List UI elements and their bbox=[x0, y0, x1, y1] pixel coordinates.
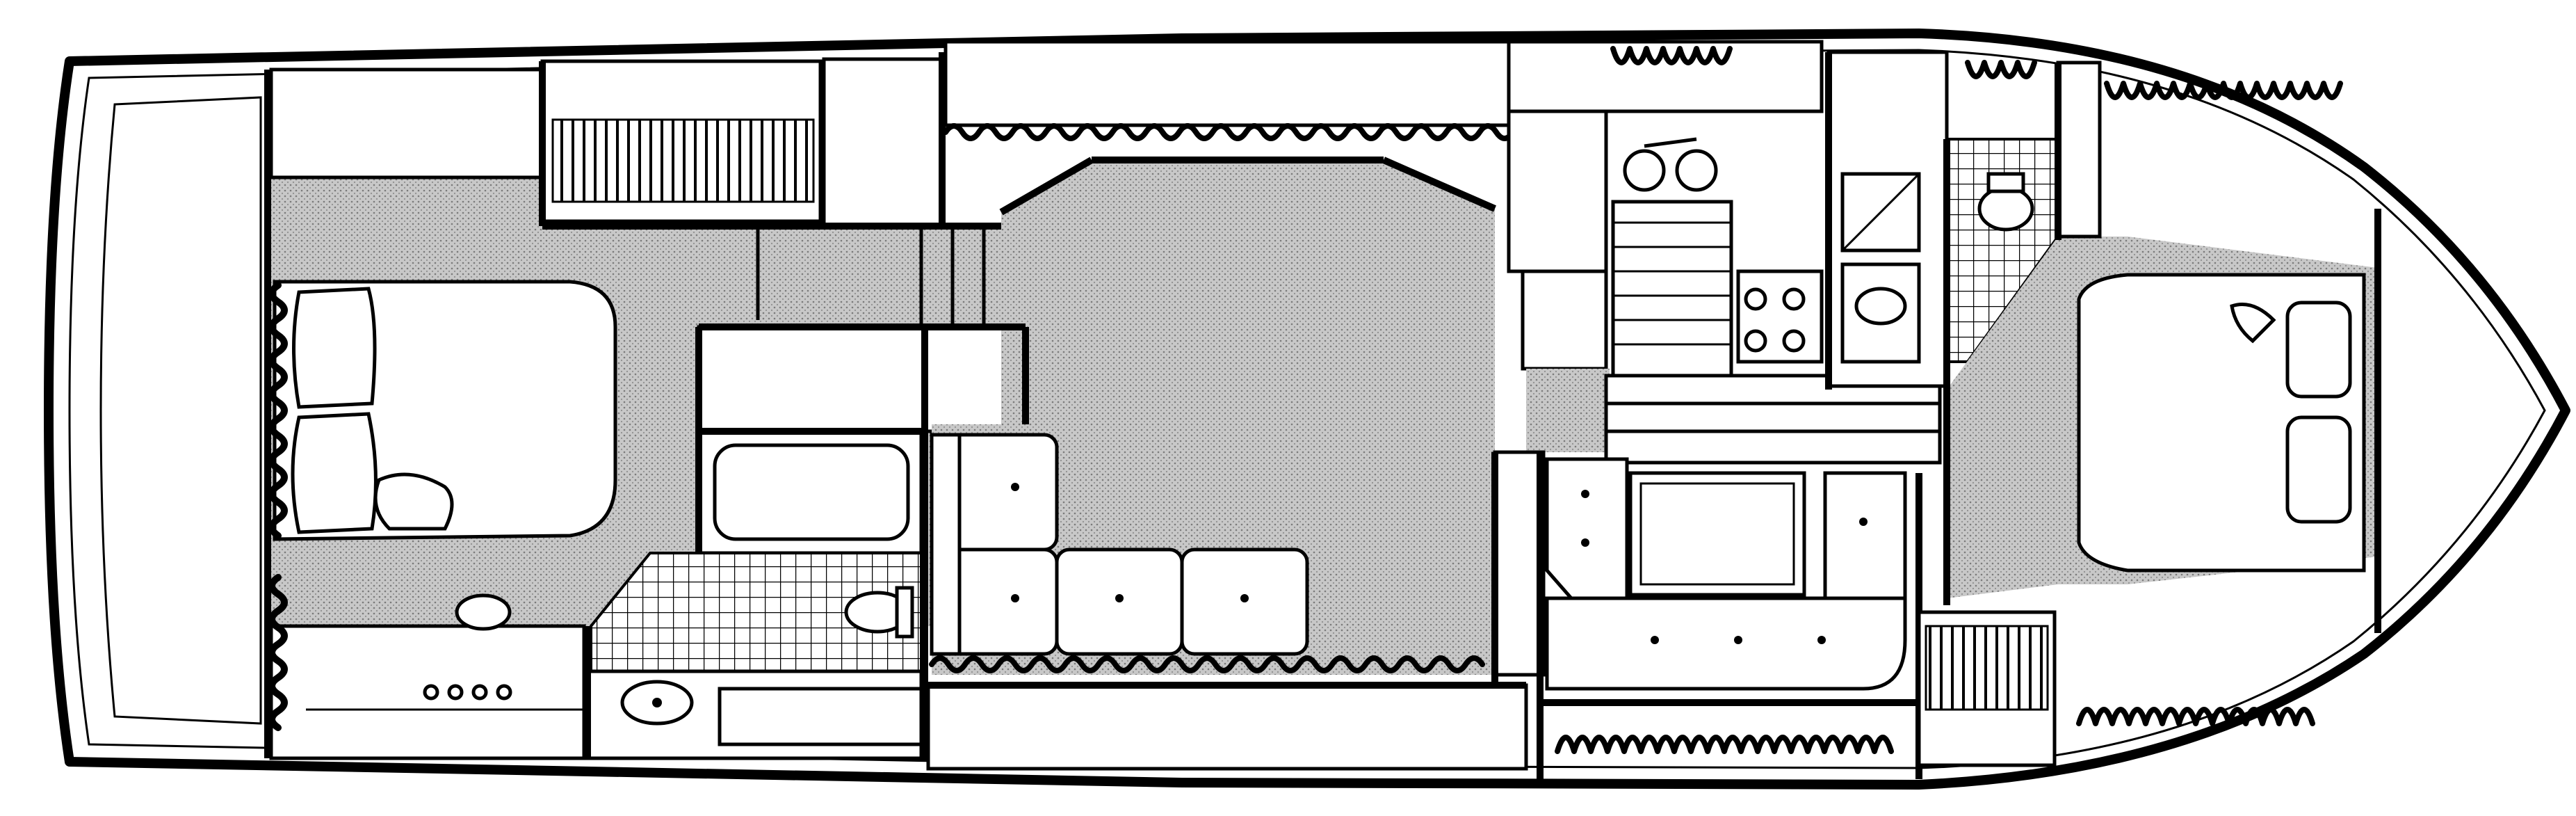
toilet-icon bbox=[844, 586, 914, 639]
hanging-locker-icon bbox=[1925, 625, 2049, 711]
sink-icon bbox=[620, 680, 694, 726]
hanging-locker-icon bbox=[551, 118, 815, 203]
salon bbox=[926, 40, 1528, 771]
forward-head bbox=[1826, 50, 2059, 388]
bathtub-icon bbox=[713, 443, 910, 541]
forward-stateroom bbox=[1917, 61, 2381, 767]
toilet-icon bbox=[1977, 172, 2034, 232]
companionway-steps bbox=[1604, 374, 1942, 465]
dinette-seat bbox=[1545, 457, 1907, 691]
steering-wheel-icon bbox=[1623, 137, 1718, 192]
stove-icon bbox=[1736, 269, 1824, 364]
hull bbox=[44, 29, 2570, 790]
bed-icon bbox=[268, 280, 617, 541]
galley bbox=[1507, 40, 1942, 465]
bulkheads bbox=[539, 52, 2061, 779]
vanity-knobs-icon bbox=[423, 684, 512, 701]
shower-icon bbox=[1840, 172, 1921, 253]
bed-icon bbox=[2077, 273, 2366, 573]
sink-icon bbox=[1840, 262, 1921, 364]
transom-deck bbox=[99, 70, 271, 758]
dinette bbox=[1493, 450, 1922, 779]
table-icon bbox=[1628, 471, 1806, 597]
aft-head bbox=[584, 325, 1028, 762]
sofa-icon bbox=[930, 433, 1309, 656]
stool-icon bbox=[455, 593, 512, 631]
